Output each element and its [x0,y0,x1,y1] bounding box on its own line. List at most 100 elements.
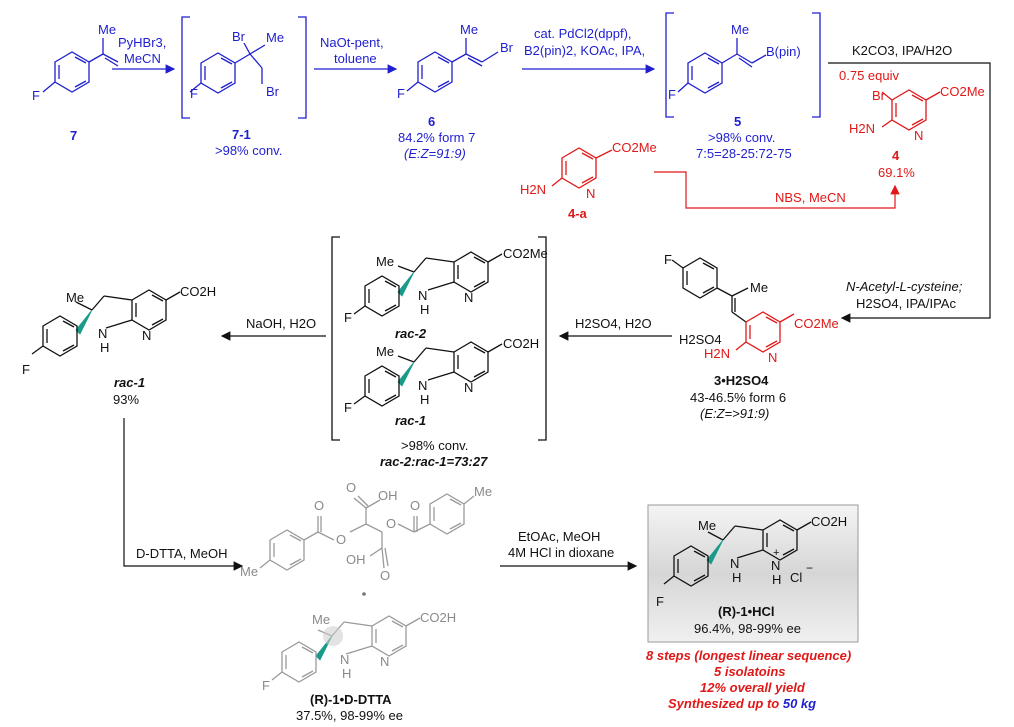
compound-rac-1-in-bracket: Me CO2H N H N F [344,336,539,415]
step5-reagent: N-Acetyl-L-cysteine; [846,279,963,294]
compound-6-ratio: (E:Z=91:9) [404,146,466,161]
compound-5-label: 5 [734,114,741,129]
step9-acid: 4M HCl in dioxane [508,545,614,560]
pyridine-n-label: N [914,128,923,143]
step3-catalyst: cat. PdCl2(dppf), [534,26,632,41]
bromo-label: Br [232,29,246,44]
arrow-step8 [123,418,244,571]
compound-7-1-label: 7-1 [232,127,251,142]
compound-4: 0.75 equiv Br CO2Me H2N N [839,68,985,143]
hydroxyl-label: OH [346,552,366,567]
salt-dot [362,592,366,596]
pyridine-n-label: N [380,654,389,669]
bromo-label: Br [872,88,886,103]
bracket-right [538,236,547,441]
sulfuric-acid-label: H2SO4 [679,332,722,347]
nh-label: N [98,326,107,341]
step8-conditions: D-DTTA, MeOH [136,546,227,561]
compound-r-1-hcl: Me CO2H N H N + H Cl − F [656,514,847,609]
ester-o-label: O [336,532,346,547]
pyridine-n-label: N [768,350,777,365]
fluoro-label: F [344,310,352,325]
step1-solvent: MeCN [124,51,161,66]
intermediate-7-1: Br Me Br F [181,16,307,119]
nh-h-label: H [732,570,741,585]
summary-steps: 8 steps (longest linear sequence) [646,648,851,663]
nh-h-label: H [420,302,429,317]
methyl-label: Me [474,484,492,499]
compound-rac-1-bracket-label: rac-1 [395,413,426,428]
summary-scale-prefix: Synthesized up to [668,696,783,711]
compound-4-equiv: 0.75 equiv [839,68,899,83]
compound-3-label: 3•H2SO4 [714,373,769,388]
nh-label: N [418,378,427,393]
step2-reagent: NaOt-pent, [320,35,384,50]
fluoro-label: F [32,88,40,103]
compound-dtta-label: (R)-1•D-DTTA [310,692,392,707]
compound-hcl-yield: 96.4%, 98-99% ee [694,621,801,636]
fluoro-label: F [190,86,198,101]
nbs-conditions: NBS, MeCN [775,190,846,205]
compound-5-conversion: >98% conv. [708,130,775,145]
step3-reagents: B2(pin)2, KOAc, IPA, [524,43,645,58]
step1-reagent: PyHBr3, [118,35,166,50]
bromo-label: Br [500,40,514,55]
methyl-label: Me [266,30,284,45]
d-dtta-salt: Me O O OH O OH O O O Me Me CO2H N H N F [240,480,492,693]
methyl-label: Me [98,22,116,37]
amino-label: H2N [520,182,546,197]
carbonyl-o-label: O [380,568,390,583]
fluoro-label: F [344,400,352,415]
pyridine-n-label: N [142,328,151,343]
compound-4-label: 4 [892,148,900,163]
ester-label: CO2Me [940,84,985,99]
bromo-label: Br [266,84,280,99]
compound-3-ratio: (E:Z=>91:9) [700,406,769,421]
step6-conditions: H2SO4, H2O [575,316,652,331]
methyl-label: Me [312,612,330,627]
methyl-label: Me [731,22,749,37]
carbonyl-o-label: O [314,498,324,513]
pyridinium-n-label: N [771,558,780,573]
amino-label: H2N [849,121,875,136]
methyl-label: Me [460,22,478,37]
ester-label: CO2Me [612,140,657,155]
bracket-left [331,236,340,441]
methyl-label: Me [376,254,394,269]
stereocenter-highlight [323,626,343,646]
step4-conditions: K2CO3, IPA/H2O [852,43,952,58]
compound-7-1-conversion: >98% conv. [215,143,282,158]
methyl-label: Me [750,280,768,295]
nh-h-label: H [342,666,351,681]
acid-label: CO2H [811,514,847,529]
methyl-label: Me [698,518,716,533]
carbonyl-o-label: O [410,498,420,513]
compound-4-yield: 69.1% [878,165,915,180]
chloride-label: Cl [790,570,802,585]
boronate-label: B(pin) [766,44,801,59]
compound-rac-1-label: rac-1 [114,375,145,390]
fluoro-label: F [656,594,664,609]
fluoro-label: F [262,678,270,693]
nh-label: N [730,556,739,571]
nh-label: N [340,652,349,667]
nh-h-label: H [100,340,109,355]
compound-rac-1-yield: 93% [113,392,139,407]
arrow-step4-5 [828,62,991,323]
compound-hcl-label: (R)-1•HCl [718,604,775,619]
compound-7: Me F 7 [32,22,119,143]
ester-label: CO2Me [794,316,839,331]
summary-yield: 12% overall yield [700,680,806,695]
compound-3-h2so4: F Me CO2Me H2N N H2SO4 [664,252,839,365]
plus-charge: + [773,547,779,559]
fluoro-label: F [397,86,405,101]
nh-label: N [418,288,427,303]
compound-6-label: 6 [428,114,435,129]
compound-4-a: CO2Me H2N N [520,140,657,201]
summary-scale-amount: 50 kg [783,696,816,711]
hydroxyl-label: OH [378,488,398,503]
bracket-ratio: rac-2:rac-1=73:27 [380,454,488,469]
ester-o-label: O [386,516,396,531]
compound-rac-2-label: rac-2 [395,326,427,341]
compound-3-yield: 43-46.5% form 6 [690,390,786,405]
